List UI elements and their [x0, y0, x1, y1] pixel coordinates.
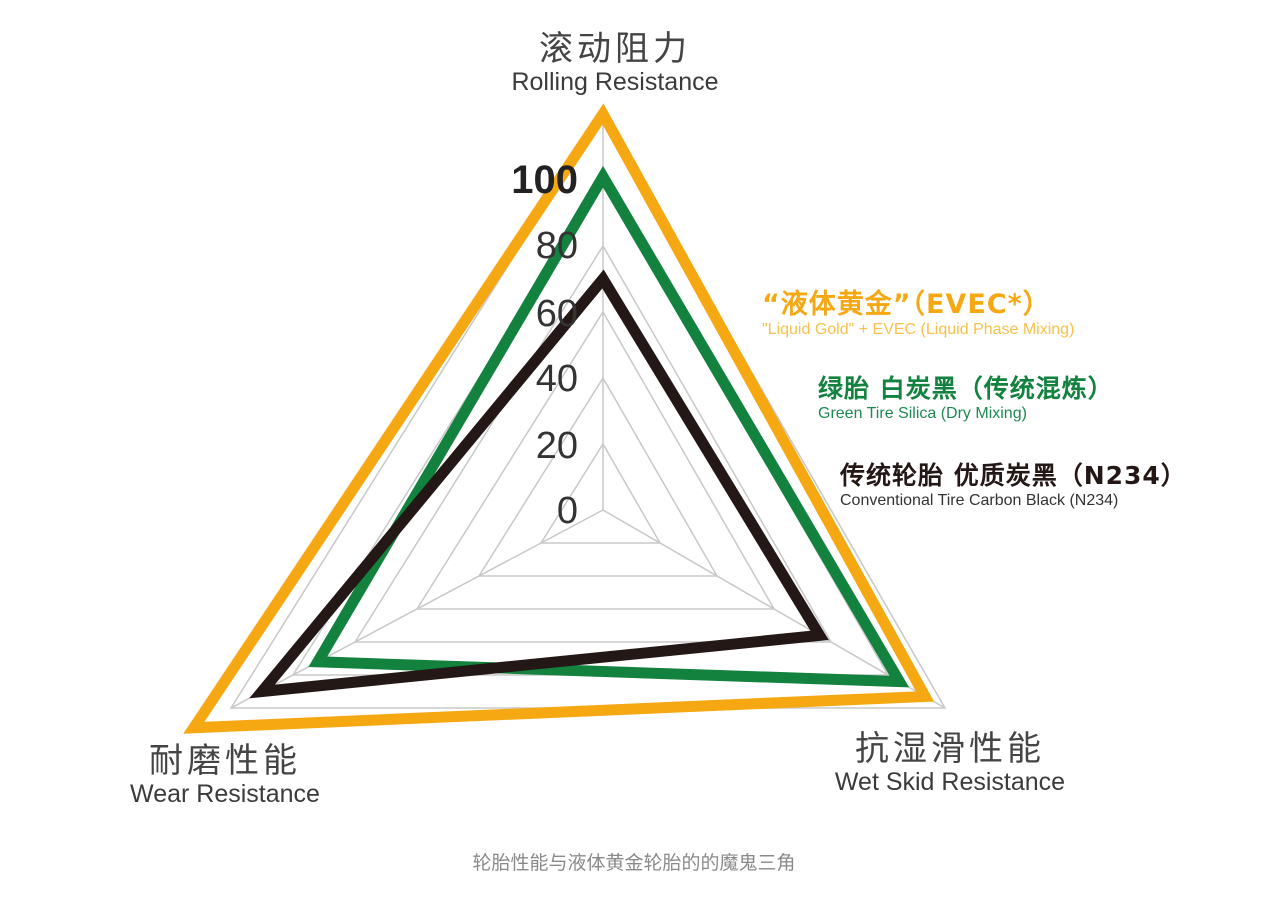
legend-green-tire-en: Green Tire Silica (Dry Mixing): [818, 405, 1027, 422]
legend-conventional-en: Conventional Tire Carbon Black (N234): [840, 492, 1119, 509]
legend-conventional-zh: 传统轮胎 优质炭黑（N234）: [840, 461, 1187, 490]
axis-label-wear-zh: 耐磨性能: [149, 741, 301, 781]
grid-level-80: [353, 244, 833, 643]
grid-level-20: [539, 442, 662, 544]
axis-label-rolling: 滚动阻力 Rolling Resistance: [465, 30, 765, 96]
tick-100: 100: [511, 158, 578, 202]
legend-liquid-gold-zh: “液体黄金”（EVEC*）: [762, 289, 1051, 320]
axis-label-rolling-zh: 滚动阻力: [539, 29, 691, 69]
axis-label-wear-en: Wear Resistance: [130, 780, 320, 808]
axis-label-wear: 耐磨性能 Wear Resistance: [90, 742, 360, 808]
legend-liquid-gold-en: "Liquid Gold" + EVEC (Liquid Phase Mixin…: [762, 321, 1075, 338]
grid-level-40: [477, 376, 719, 577]
legend-item-conventional: 传统轮胎 优质炭黑（N234） Conventional Tire Carbon…: [840, 461, 1187, 511]
axis-label-wet-en: Wet Skid Resistance: [834, 768, 1066, 796]
tick-60: 60: [535, 293, 578, 335]
legend-item-liquid-gold: “液体黄金”（EVEC*） "Liquid Gold" + EVEC (Liqu…: [762, 290, 1074, 340]
series-0: [183, 103, 935, 734]
tick-80: 80: [535, 225, 578, 267]
radar-series: [183, 103, 935, 734]
tick-0: 0: [556, 490, 578, 532]
tick-40: 40: [535, 358, 578, 400]
grid-level-60: [415, 310, 776, 610]
axis-label-rolling-en: Rolling Resistance: [511, 68, 719, 96]
tick-20: 20: [535, 425, 578, 467]
series-2: [249, 269, 829, 699]
legend-green-tire-zh: 绿胎 白炭黑（传统混炼）: [818, 374, 1114, 403]
legend-item-green-tire: 绿胎 白炭黑（传统混炼） Green Tire Silica (Dry Mixi…: [818, 374, 1114, 424]
axis-label-wet: 抗湿滑性能 Wet Skid Resistance: [800, 730, 1100, 796]
figure-caption: 轮胎性能与液体黄金轮胎的的魔鬼三角: [472, 852, 796, 874]
axis-label-wet-zh: 抗湿滑性能: [855, 729, 1045, 769]
series-1: [308, 165, 910, 688]
